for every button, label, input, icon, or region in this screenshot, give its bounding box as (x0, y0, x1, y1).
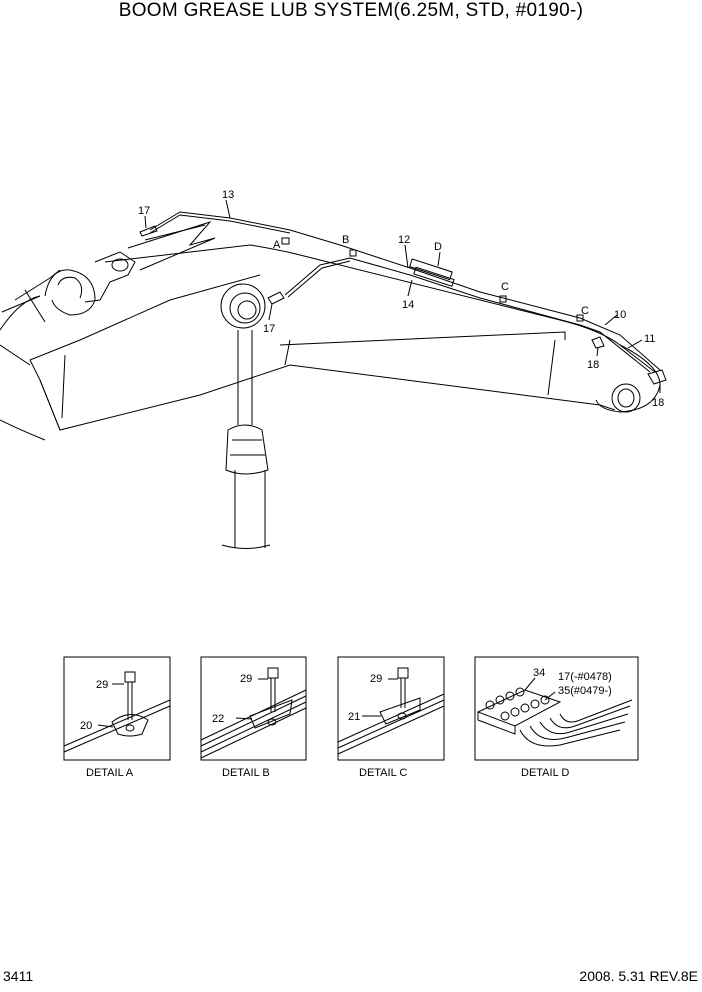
detail-a: 29 20 DETAIL A (63, 656, 171, 779)
detail-c-bolt: 29 (370, 673, 382, 685)
detail-b-clamp: 22 (212, 713, 224, 725)
callout-10: 10 (614, 309, 626, 321)
callout-A: A (273, 239, 281, 251)
grease-line-14 (284, 257, 651, 373)
detail-d-caption: DETAIL D (521, 767, 569, 779)
detail-d: 34 17(-#0478) 35(#0479-) DETAIL D (474, 656, 639, 779)
callout-13: 13 (222, 189, 234, 201)
callout-17a: 17 (138, 205, 150, 217)
callout-C2: C (581, 305, 589, 317)
detail-d-fitting-a: 17(-#0478) (558, 671, 612, 683)
callout-18b: 18 (652, 397, 664, 409)
date-revision: 2008. 5.31 REV.8E (579, 968, 698, 984)
callout-17b: 17 (263, 323, 275, 335)
callout-18a: 18 (587, 359, 599, 371)
detail-c-caption: DETAIL C (359, 767, 407, 779)
detail-a-caption: DETAIL A (86, 767, 134, 779)
callout-11: 11 (644, 333, 655, 345)
detail-d-fitting-b: 35(#0479-) (558, 685, 612, 697)
grease-line-13 (149, 211, 661, 371)
callout-D: D (434, 241, 442, 253)
detail-c-clamp: 21 (348, 711, 360, 723)
callout-C1: C (501, 281, 509, 293)
detail-a-clamp: 20 (80, 720, 92, 732)
detail-d-block: 34 (533, 667, 545, 679)
detail-b-caption: DETAIL B (222, 767, 270, 779)
callout-14: 14 (402, 299, 414, 311)
detail-b: 29 22 DETAIL B (200, 656, 307, 779)
detail-b-bolt: 29 (240, 673, 252, 685)
page-title: BOOM GREASE LUB SYSTEM(6.25M, STD, #0190… (118, 0, 584, 21)
detail-a-bolt: 29 (96, 679, 108, 691)
detail-c: 29 21 DETAIL C (337, 656, 445, 779)
boom-side-line (29, 274, 261, 431)
page-number: 3411 (3, 968, 34, 984)
callout-12: 12 (398, 234, 410, 246)
boom-top-edge (104, 244, 656, 373)
boom-bottom-edge (39, 364, 616, 431)
callout-B: B (342, 234, 349, 246)
